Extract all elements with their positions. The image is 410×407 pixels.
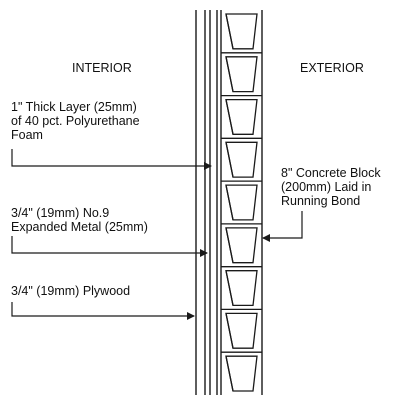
foam-label-line: Foam xyxy=(11,128,43,142)
foam-label: 1" Thick Layer (25mm) of 40 pct. Polyure… xyxy=(11,100,140,142)
block-cavity xyxy=(225,270,258,307)
plywood-label-line: 3/4" (19mm) Plywood xyxy=(11,284,131,298)
block-label-line: 8" Concrete Block xyxy=(281,166,381,180)
block-web-line xyxy=(225,142,234,178)
concrete-block-courses xyxy=(221,13,262,392)
metal-label-line: 3/4" (19mm) No.9 xyxy=(11,206,110,220)
exterior-label: EXTERIOR xyxy=(300,61,364,75)
interior-label: INTERIOR xyxy=(72,61,132,75)
plywood-leader-arrow xyxy=(11,302,195,320)
foam-label-line: of 40 pct. Polyurethane xyxy=(11,114,140,128)
foam-label-line: 1" Thick Layer (25mm) xyxy=(11,100,137,114)
block-web-line xyxy=(225,13,234,49)
metal-label: 3/4" (19mm) No.9 Expanded Metal (25mm) xyxy=(11,206,148,234)
metal-label-line: Expanded Metal (25mm) xyxy=(11,220,148,234)
block-web-line xyxy=(225,99,234,135)
plywood-label: 3/4" (19mm) Plywood xyxy=(11,284,130,298)
block-leader-arrow xyxy=(262,211,303,242)
block-cavity xyxy=(225,13,258,50)
block-cavity xyxy=(225,184,258,221)
foam-leader-arrow xyxy=(11,149,212,170)
block-cavity xyxy=(225,141,258,178)
block-web-line xyxy=(225,227,234,263)
block-cavity xyxy=(225,98,258,135)
block-cavity xyxy=(225,56,258,93)
block-label-line: Running Bond xyxy=(281,194,361,208)
block-cavity xyxy=(225,312,258,349)
metal-leader-arrow xyxy=(11,236,208,257)
block-cavity xyxy=(225,355,258,392)
block-web-line xyxy=(225,356,234,392)
block-label: 8" Concrete Block (200mm) Laid in Runnin… xyxy=(281,166,381,208)
block-web-line xyxy=(225,56,234,92)
block-web-line xyxy=(225,313,234,349)
block-web-line xyxy=(225,270,234,306)
block-web-line xyxy=(225,184,234,221)
block-label-line: (200mm) Laid in xyxy=(281,180,372,194)
block-cavity xyxy=(225,227,258,264)
